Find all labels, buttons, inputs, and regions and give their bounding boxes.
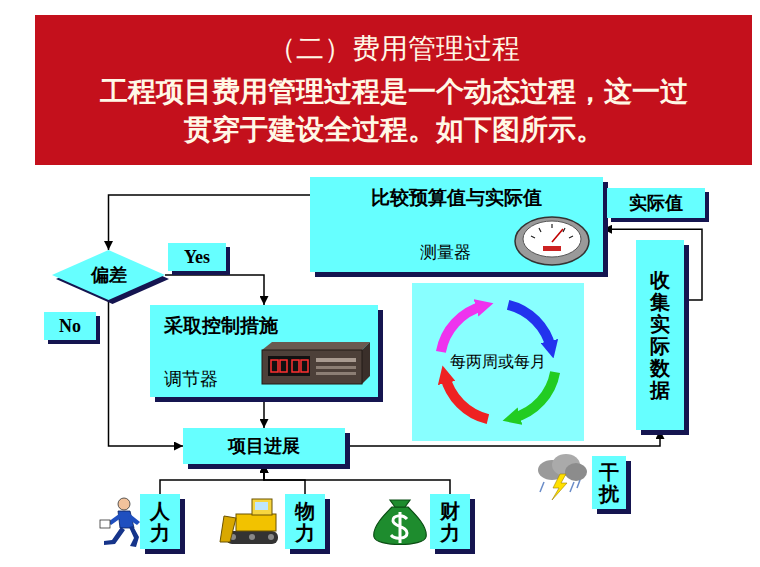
flow-arrow	[109, 195, 311, 250]
flow-arrow	[264, 464, 305, 494]
decision-diamond-part	[52, 250, 165, 300]
worker-figure-part	[128, 514, 140, 525]
cycle-arrows-part	[513, 372, 555, 418]
regulator-device-part	[301, 360, 308, 372]
title-band: （二）费用管理过程工程项目费用管理过程是一个动态过程，这一过贯穿于建设全过程。如…	[35, 15, 752, 165]
regulator-device-part	[268, 356, 310, 376]
bulldozer-icon-part	[255, 502, 268, 510]
meter-icon-part	[552, 229, 563, 242]
resource-box: 财力	[430, 494, 470, 549]
node-label: 项目进展	[228, 434, 300, 458]
node-label: 比较预算值与实际值	[320, 185, 593, 211]
process-box: 采取控制措施调节器	[150, 305, 378, 397]
bulldozer-icon-part	[236, 514, 276, 531]
bulldozer-icon-part	[252, 499, 272, 515]
meter-icon-part	[543, 246, 561, 251]
node-sublabel: 调节器	[164, 367, 218, 391]
regulator-device-part	[262, 342, 370, 350]
regulator-device	[258, 340, 372, 386]
money-bag-icon-part	[390, 500, 410, 507]
cycle-arrows-part	[508, 305, 551, 348]
regulator-device-part	[316, 372, 356, 375]
meter-icon-part	[515, 217, 589, 265]
cycle-arrows-part	[445, 376, 488, 419]
node-label: 每两周或每月	[450, 352, 546, 373]
flow-arrow	[165, 275, 264, 305]
regulator-device-part	[292, 360, 299, 372]
storm-cloud-icon-part	[565, 463, 587, 481]
worker-figure-part	[129, 526, 139, 547]
disturbance-box: 干扰	[592, 456, 626, 509]
decision-diamond: 偏差	[52, 250, 165, 300]
process-column: 收集实际数据	[636, 240, 684, 430]
bulldozer-icon-part	[220, 516, 236, 542]
node-label: 财力	[440, 500, 460, 544]
money-bag-icon-part	[391, 512, 407, 543]
money-bag-icon	[374, 500, 426, 545]
node-label: 采取控制措施	[164, 313, 278, 339]
cycle-arrows-part	[441, 306, 483, 352]
flow-arrow	[160, 464, 264, 494]
node-label: 偏差	[91, 263, 127, 287]
money-bag-icon-part	[374, 507, 426, 545]
cycle-box: 每两周或每月	[412, 283, 584, 441]
worker-figure	[100, 498, 140, 547]
regulator-device-part	[271, 360, 278, 372]
worker-figure-part	[100, 520, 110, 528]
regulator-device-part	[316, 366, 356, 369]
node-sublabel: 测量器	[420, 241, 471, 264]
regulator-device-part	[262, 350, 362, 384]
bulldozer-icon-part	[268, 534, 274, 540]
bulldozer-icon-part	[249, 534, 255, 540]
storm-cloud-icon-part	[540, 480, 580, 492]
flow-arrow	[264, 464, 450, 494]
meter-icon-part	[523, 221, 581, 257]
meter-icon	[513, 214, 591, 266]
regulator-device-part	[316, 358, 356, 362]
edge-label: No	[44, 312, 96, 340]
bulldozer-icon	[220, 499, 278, 544]
worker-figure-part	[118, 498, 130, 510]
edge-label: Yes	[168, 243, 226, 271]
regulator-device-part	[362, 342, 370, 384]
resource-box: 物力	[285, 494, 325, 549]
flow-arrow	[263, 397, 265, 428]
node-label: 人力	[150, 500, 170, 544]
meter-icon-part	[531, 224, 573, 238]
bulldozer-icon-part	[226, 531, 278, 544]
storm-cloud-icon-part	[552, 474, 567, 500]
regulator-device-part	[280, 360, 287, 372]
node-label: 收集实际数据	[650, 269, 670, 401]
process-box: 比较预算值与实际值测量器	[310, 177, 603, 272]
process-box: 项目进展	[183, 428, 345, 464]
edge-label: 实际值	[607, 188, 705, 218]
resource-box: 人力	[140, 494, 180, 549]
node-label: 物力	[295, 500, 315, 544]
node-label: （二）费用管理过程	[268, 31, 520, 67]
node-label: 干扰	[599, 461, 619, 505]
node-sublabel: 工程项目费用管理过程是一个动态过程，这一过贯穿于建设全过程。如下图所示。	[93, 73, 694, 149]
storm-cloud-icon	[538, 454, 587, 500]
worker-figure-part	[104, 527, 125, 545]
